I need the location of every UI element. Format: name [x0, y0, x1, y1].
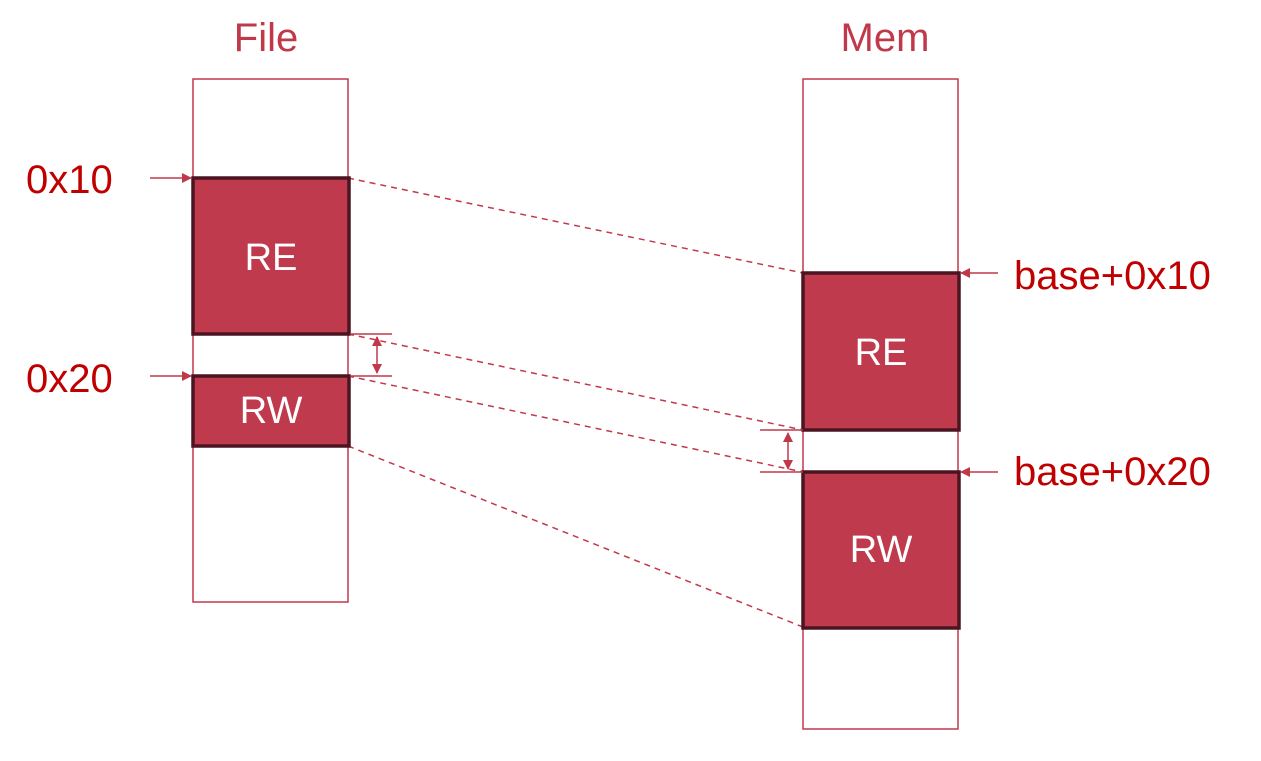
mapping-line-rw-bottom: [347, 445, 804, 628]
mapping-line-re-top: [347, 177, 804, 274]
file-segment-rw: [191, 374, 351, 448]
mapping-line-re-bottom: [347, 333, 804, 431]
mem-segment-re-label: RE: [854, 332, 908, 374]
file-segment-rw-label: RW: [239, 390, 303, 432]
mem-column-title: Mem: [840, 16, 930, 60]
file-column-title: File: [233, 16, 299, 60]
mem-offset-label-base-0x10: base+0x10: [1014, 254, 1211, 298]
mem-segment-rw: [801, 470, 961, 630]
file-segment-re-label: RE: [244, 237, 298, 279]
mem-offset-label-base-0x20: base+0x20: [1014, 450, 1211, 494]
file-gap-indicator: [350, 333, 392, 377]
mem-segment-rw-label: RW: [849, 529, 913, 571]
file-segment-re: [191, 176, 351, 336]
mem-segment-re: [801, 271, 961, 432]
mem-gap-indicator: [760, 429, 803, 473]
mapping-lines: [347, 177, 804, 628]
file-offset-label-0x20: 0x20: [26, 357, 113, 401]
file-offset-label-0x10: 0x10: [26, 158, 113, 202]
mapping-line-rw-top: [347, 375, 804, 473]
file-column: [192, 78, 349, 603]
